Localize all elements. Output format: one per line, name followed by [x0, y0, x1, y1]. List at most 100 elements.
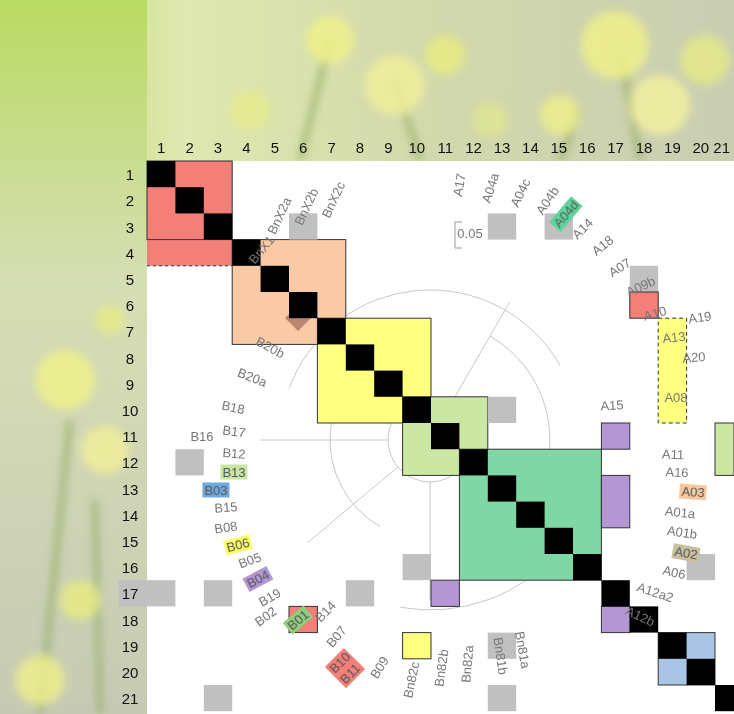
column-number: 18 [636, 140, 653, 155]
group-block [403, 397, 488, 476]
diagonal-cell [687, 659, 715, 685]
row-number: 12 [122, 455, 139, 470]
flower [15, 655, 65, 705]
row-number: 14 [122, 507, 139, 522]
flower [35, 350, 95, 410]
purple-cell [601, 423, 629, 449]
leaf-label: B15 [214, 500, 238, 516]
leaf-label: B17 [222, 423, 247, 440]
leaf-label: A12a2 [635, 580, 675, 605]
leaf-label: B09 [368, 654, 392, 681]
grey-cell [204, 580, 232, 606]
purple-cell [601, 475, 629, 527]
diagonal-cell [658, 633, 686, 659]
leaf-label: BnX2c [319, 180, 348, 221]
flower [472, 102, 508, 138]
column-number: 19 [664, 140, 681, 155]
leaf-label: A17 [451, 172, 469, 197]
flower [581, 11, 649, 79]
column-number: 7 [327, 140, 335, 155]
leaf-label: BnX2a [265, 195, 294, 236]
column-number: 14 [522, 140, 539, 155]
highlight-patch: B13 [220, 465, 247, 480]
flower [365, 55, 425, 115]
flower [95, 305, 125, 335]
leaf-label: A15 [600, 398, 624, 413]
leaf-label: B14 [313, 599, 339, 626]
column-number: 17 [607, 140, 624, 155]
row-number: 17 [122, 586, 139, 601]
leaf-label: Bn81a [512, 630, 533, 670]
diagonal-cell [261, 266, 289, 292]
leaf-label: A04c [508, 177, 534, 210]
column-number: 20 [692, 140, 709, 155]
leaf-label: B08 [214, 519, 239, 536]
flower [680, 35, 730, 85]
matrix-ground [147, 161, 734, 714]
group-outline [147, 161, 232, 240]
diagonal-cell [346, 344, 374, 370]
diagonal-cell [601, 580, 629, 606]
leaf-label: B07 [324, 624, 350, 651]
row-number: 10 [122, 402, 139, 417]
group-block [459, 449, 601, 580]
leaf-label: B20a [235, 366, 269, 391]
row-number: 1 [126, 167, 134, 182]
leaf-label: A20 [682, 350, 706, 366]
row-number: 20 [122, 664, 139, 679]
grey-cells [119, 213, 715, 711]
column-number: 8 [356, 140, 364, 155]
grey-cell [488, 213, 516, 239]
green-cell [715, 423, 734, 475]
flower [306, 16, 354, 64]
flower [230, 90, 270, 130]
yellow-cell [403, 633, 431, 659]
diagonal-cell [573, 554, 601, 580]
leaf-label: A12b [623, 604, 657, 630]
diagonal-cell [317, 318, 345, 344]
leaf-label: A10 [642, 304, 668, 324]
highlight-patch: B10B11 [325, 648, 365, 688]
yellow-dashed-cell [658, 318, 686, 423]
column-number: 15 [550, 140, 567, 155]
leaf-label: A09b [624, 274, 658, 300]
leaf-label: A08 [664, 391, 687, 405]
leaf-label: Bn81b [490, 636, 509, 675]
diagonal-cell [431, 423, 459, 449]
leaf-label: A16 [665, 465, 689, 480]
column-number: 12 [465, 140, 482, 155]
leaf-label: B04 [244, 567, 271, 591]
column-number: 13 [494, 140, 511, 155]
diagonal-cell [147, 161, 175, 187]
flower [425, 35, 465, 75]
purple-cell [431, 580, 459, 606]
leaf-label: B16 [190, 430, 213, 444]
grey-cell [488, 685, 516, 711]
grey-cell [119, 580, 147, 606]
group-block [658, 633, 715, 685]
purple-cells [431, 423, 630, 633]
column-number: 5 [271, 140, 279, 155]
diagonal-cell [374, 371, 402, 397]
column-number: 6 [299, 140, 307, 155]
leaf-label: Bn82a [459, 645, 477, 684]
scale-label: 0.05 [457, 227, 482, 241]
leaf-label: A19 [688, 309, 713, 326]
diagonal [147, 161, 734, 711]
row-number: 13 [122, 481, 139, 496]
leaf-label: B01 [284, 607, 311, 633]
column-number: 2 [185, 140, 193, 155]
row-number: 21 [122, 691, 139, 706]
leaf-label: B18 [220, 399, 246, 418]
highlight-patch: B04 [242, 566, 273, 592]
highlight-patch: B06 [223, 534, 253, 555]
grey-cell [204, 685, 232, 711]
leaf-label: A14 [570, 216, 596, 242]
column-number: 4 [242, 140, 250, 155]
leaf-label: A18 [589, 233, 616, 259]
leaf-label: A07 [606, 256, 633, 280]
flower [630, 75, 690, 135]
row-number: 5 [126, 271, 134, 286]
column-number: 9 [384, 140, 392, 155]
diagonal-cell [545, 528, 573, 554]
